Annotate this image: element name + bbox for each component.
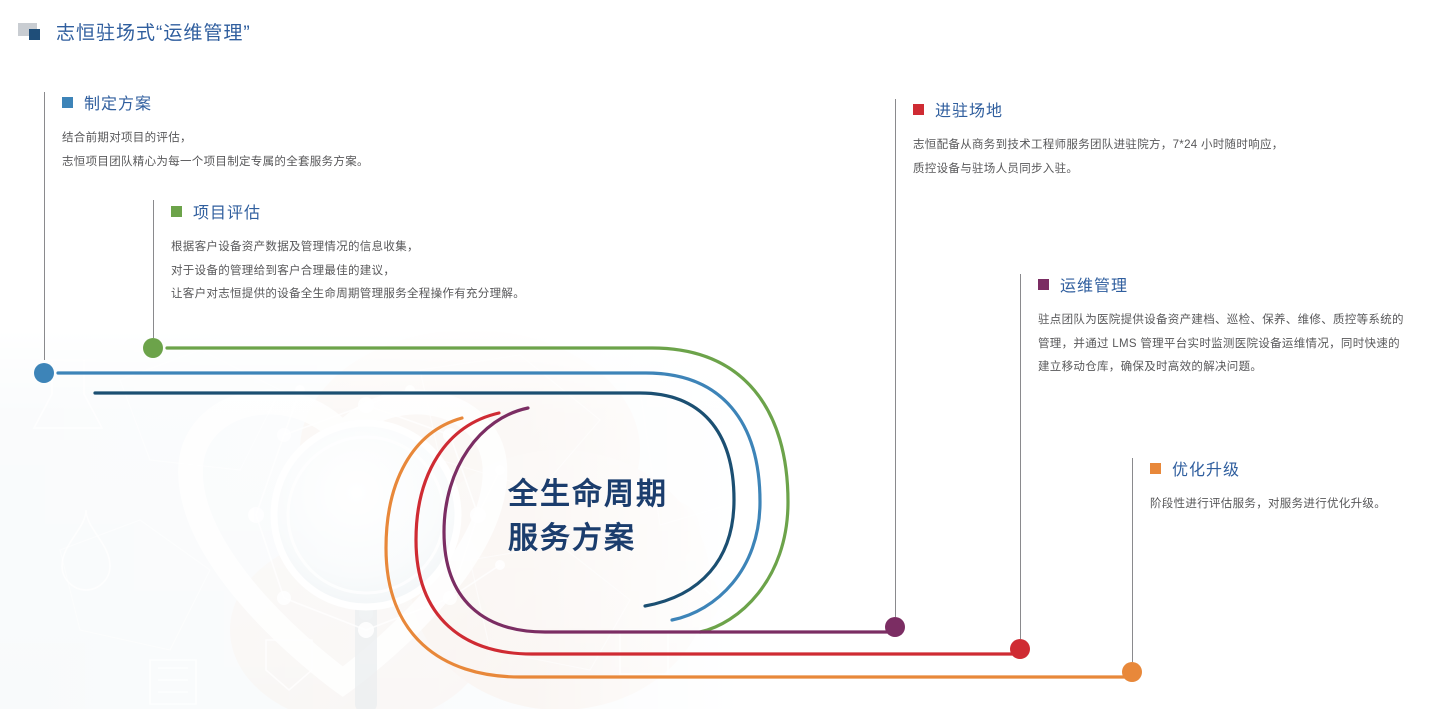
arc-orange	[384, 416, 1127, 679]
center-label-line-1: 全生命周期	[508, 478, 668, 511]
connector-rule-upgrade	[1132, 458, 1133, 662]
body-line: 志恒配备从商务到技术工程师服务团队进驻院方，7*24 小时随时响应，	[913, 139, 1284, 151]
body-line: 管理，并通过 LMS 管理平台实时监测医院设备运维情况，同时快速的	[1038, 337, 1400, 350]
connector-rule-assessment	[153, 200, 154, 338]
marker-square-plan	[62, 96, 73, 108]
info-block-onsite-title: 进驻场地	[935, 103, 1004, 120]
assessment-dot	[143, 338, 163, 358]
info-block-upgrade: 优化升级 阶段性进行评估服务，对服务进行优化升级。	[1132, 456, 1450, 517]
body-line: 志恒项目团队精心为每一个项目制定专属的全套服务方案。	[62, 155, 369, 168]
body-line: 建立移动仓库，确保及时高效的解决问题。	[1038, 361, 1263, 374]
info-block-ops-head: 运维管理	[1038, 272, 1450, 296]
center-label-line-2: 服务方案	[508, 521, 636, 555]
info-block-plan: 制定方案 结合前期对项目的评估， 志恒项目团队精心为每一个项目制定专属的全套服务…	[44, 90, 582, 174]
marker-square-onsite	[913, 103, 924, 115]
connector-rule-plan	[44, 92, 45, 360]
body-line: 根据客户设备资产数据及管理情况的信息收集，	[171, 241, 419, 253]
info-block-ops-title: 运维管理	[1060, 278, 1129, 295]
info-block-assessment: 项目评估 根据客户设备资产数据及管理情况的信息收集， 对于设备的管理给到客户合理…	[153, 199, 731, 307]
info-block-upgrade-title: 优化升级	[1172, 462, 1241, 479]
marker-square-assessment	[171, 205, 182, 217]
info-block-ops: 运维管理 驻点团队为医院提供设备资产建档、巡检、保养、维修、质控等系统的 管理，…	[1020, 272, 1450, 380]
body-line: 阶段性进行评估服务，对服务进行优化升级。	[1150, 498, 1386, 510]
info-block-upgrade-head: 优化升级	[1150, 456, 1450, 480]
connector-rule-onsite	[895, 99, 896, 617]
body-line: 结合前期对项目的评估，	[62, 132, 192, 144]
page-title: 志恒驻场式“运维管理”	[56, 23, 251, 44]
onsite-dot	[1010, 639, 1030, 659]
marker-square-ops	[1038, 278, 1049, 290]
body-line: 驻点团队为医院提供设备资产建档、巡检、保养、维修、质控等系统的	[1038, 314, 1404, 326]
info-block-ops-body: 驻点团队为医院提供设备资产建档、巡检、保养、维修、质控等系统的 管理，并通过 L…	[1038, 309, 1450, 380]
info-block-plan-head: 制定方案	[62, 90, 582, 114]
body-line: 对于设备的管理给到客户合理最佳的建议，	[171, 264, 396, 277]
info-block-assessment-head: 项目评估	[171, 199, 731, 223]
info-block-assessment-body: 根据客户设备资产数据及管理情况的信息收集， 对于设备的管理给到客户合理最佳的建议…	[171, 236, 731, 307]
body-line: 质控设备与驻场人员同步入驻。	[913, 162, 1079, 175]
body-line: 让客户对志恒提供的设备全生命周期管理服务全程操作有充分理解。	[171, 288, 525, 301]
info-block-plan-body: 结合前期对项目的评估， 志恒项目团队精心为每一个项目制定专属的全套服务方案。	[62, 127, 582, 174]
info-block-onsite-head: 进驻场地	[913, 97, 1450, 121]
ops-dot	[885, 617, 905, 637]
info-block-plan-title: 制定方案	[84, 96, 153, 113]
info-block-assessment-title: 项目评估	[193, 205, 262, 222]
two-tone-square-icon	[18, 22, 44, 41]
info-block-upgrade-body: 阶段性进行评估服务，对服务进行优化升级。	[1150, 493, 1450, 517]
upgrade-dot	[1122, 662, 1142, 682]
marker-square-upgrade	[1150, 462, 1161, 474]
page-header: 志恒驻场式“运维管理”	[18, 18, 251, 45]
plan-dot	[34, 363, 54, 383]
info-block-onsite-body: 志恒配备从商务到技术工程师服务团队进驻院方，7*24 小时随时响应， 质控设备与…	[913, 134, 1450, 181]
info-block-onsite: 进驻场地 志恒配备从商务到技术工程师服务团队进驻院方，7*24 小时随时响应， …	[895, 97, 1450, 181]
center-label: 全生命周期 服务方案	[508, 473, 728, 560]
